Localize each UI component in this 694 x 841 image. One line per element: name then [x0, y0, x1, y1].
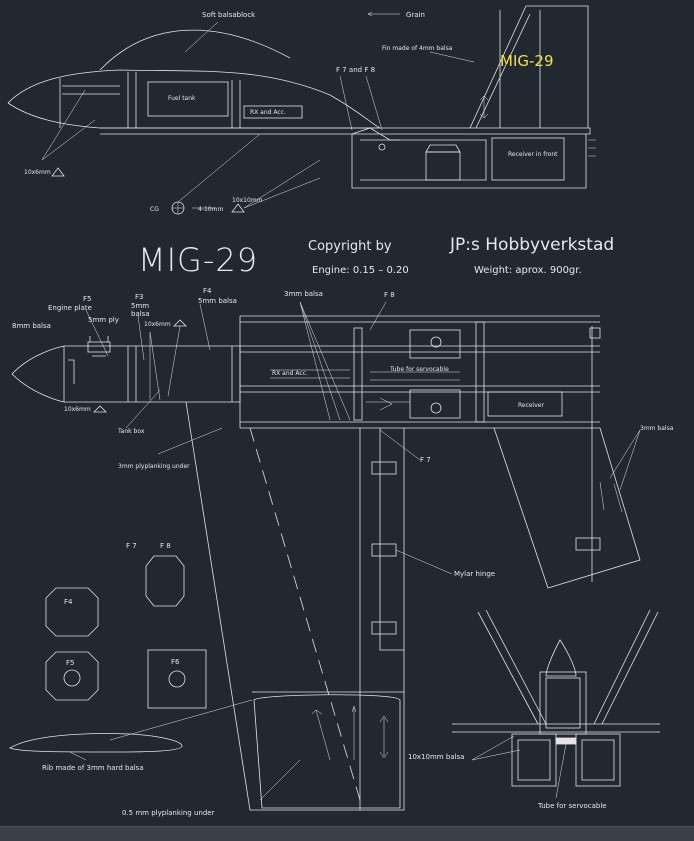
side-view: [7, 5, 596, 215]
label-receiver: Receiver: [518, 402, 544, 409]
label-tube-servo-top: Tube for servocable: [389, 366, 449, 373]
misc-labels: Rib made of 3mm hard balsa 0.5 mm plypla…: [42, 753, 607, 817]
label-tube-servo: Tube for servocable: [537, 802, 607, 810]
label-ply-under: 0.5 mm plyplanking under: [122, 809, 215, 817]
label-f7f8: F 7 and F 8: [336, 66, 375, 74]
label-former-f5: F5: [66, 659, 74, 667]
label-rx: RX and Acc.: [250, 109, 286, 116]
rib-and-front-view: [9, 609, 660, 801]
label-f8: F 8: [384, 291, 395, 299]
label-10x6: 10x6mm: [24, 169, 51, 176]
label-receiver-front: Receiver in front: [508, 151, 558, 158]
label-former-f7: F 7: [126, 542, 137, 550]
engine-text: Engine: 0.15 – 0.20: [312, 265, 409, 276]
label-former-f8: F 8: [160, 542, 171, 550]
label-soft-balsablock: Soft balsablock: [202, 11, 256, 19]
label-f4: F4: [203, 287, 212, 295]
label-3mm-balsa-fin: 3mm balsa: [640, 425, 674, 432]
label-10x6-top: 10x6mm: [144, 321, 171, 328]
status-bar: [0, 826, 694, 841]
label-f7-top: F 7: [420, 456, 431, 464]
formers: F 7 F 8 F4 F5 F6: [45, 542, 207, 709]
label-planking: 3mm plyplanking under: [118, 463, 190, 470]
weight-text: Weight: aprox. 900gr.: [474, 265, 582, 276]
label-tank-box: Tank box: [117, 428, 145, 435]
label-cg: CG: [150, 206, 159, 213]
tail-title: MIG-29: [500, 52, 554, 70]
label-8mm-balsa: 8mm balsa: [12, 322, 51, 330]
title-block: MIG-29 Copyright by JP:s Hobbyverkstad E…: [138, 52, 614, 279]
label-f3-balsa: balsa: [131, 310, 150, 318]
label-f5: F5: [83, 295, 91, 303]
label-former-f4: F4: [64, 598, 73, 606]
label-engine-plate: Engine plate: [48, 304, 92, 312]
copyright-text: Copyright by: [308, 239, 392, 254]
label-10x10-balsa: 10x10mm balsa: [408, 753, 464, 761]
label-f4-balsa: 5mm balsa: [198, 297, 237, 305]
label-grain: Grain: [406, 11, 425, 19]
label-3mm-balsa: 3mm balsa: [284, 290, 323, 298]
main-title: MIG-29: [138, 241, 258, 279]
label-mylar: Mylar hinge: [454, 570, 495, 578]
label-f3: F3: [135, 293, 143, 301]
label-5mm-ply: 5mm ply: [88, 316, 119, 324]
label-f3-5mm: 5mm: [131, 302, 149, 310]
side-view-labels: Soft balsablock Grain Fin made of 4mm ba…: [24, 11, 558, 213]
label-10x10: 10x10mm: [232, 197, 263, 204]
label-rib: Rib made of 3mm hard balsa: [42, 764, 144, 772]
label-10x6-bottom: 10x6mm: [64, 406, 91, 413]
label-former-f6: F6: [171, 658, 180, 666]
label-fuel-tank: Fuel tank: [168, 95, 196, 102]
label-rx-acc: RX and Acc.: [272, 370, 308, 377]
brand-text: JP:s Hobbyverkstad: [449, 235, 614, 255]
label-fin-note: Fin made of 4mm balsa: [382, 45, 453, 52]
label-10mm: 4-10mm: [198, 206, 223, 213]
top-view: [11, 301, 641, 811]
top-view-labels: F5 Engine plate F3 5mm balsa F4 5mm bals…: [12, 287, 674, 578]
